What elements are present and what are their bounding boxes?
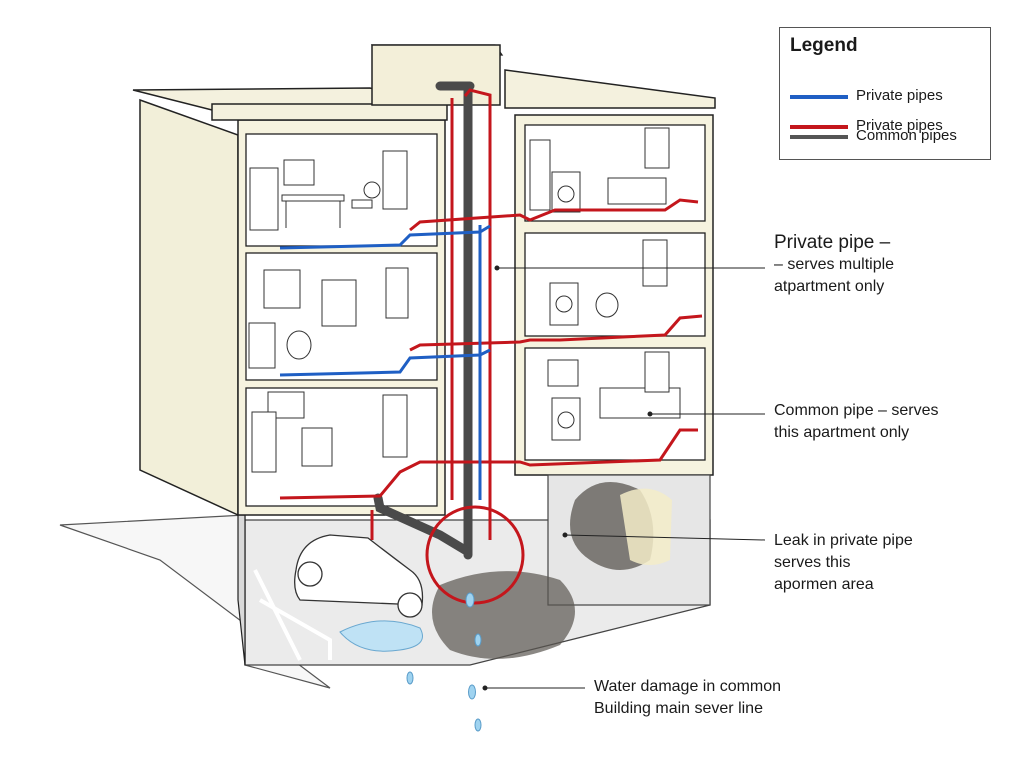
callout-text: – serves multiple [774, 256, 895, 273]
private-pipe-red [409, 314, 703, 352]
window [644, 351, 670, 393]
leak-highlight-circle [425, 505, 525, 605]
washing-machine [549, 282, 579, 326]
bed [607, 177, 667, 205]
private-pipe-red [409, 198, 699, 232]
private-pipe-blue [279, 348, 491, 377]
window [644, 127, 670, 169]
legend-label: Private pipes [856, 117, 943, 134]
appliance [248, 322, 276, 369]
window [385, 267, 409, 319]
chair [351, 199, 373, 209]
callout-text: Common pipe – serves [774, 402, 939, 419]
legend-label: Common pipes [856, 127, 957, 144]
parking-line [259, 598, 332, 660]
left-garage-side [237, 514, 246, 666]
callout-text: Building main sever line [594, 700, 763, 717]
legend-box: Legend Private pipes Private pipes Commo… [779, 27, 991, 160]
sofa [599, 387, 681, 419]
private-pipe-red [463, 88, 492, 540]
legend-label: Private pipes [856, 87, 943, 104]
left-roof-edge [211, 103, 448, 121]
left-side-wall [139, 98, 239, 517]
water-damage-stain [620, 488, 672, 565]
legend-title: Legend [790, 35, 858, 56]
common-pipe [373, 493, 470, 555]
legend-swatch-gray [790, 135, 848, 139]
water-splash [339, 620, 423, 652]
door [382, 150, 408, 210]
desk [281, 194, 345, 202]
legend-item-private-red: Private pipes [790, 116, 985, 138]
monitor [283, 159, 315, 186]
callout-leader [564, 534, 766, 541]
callout-private-pipe: Private pipe – – serves multiple atpartm… [774, 232, 894, 298]
door [382, 394, 408, 458]
toilet [595, 292, 619, 318]
private-pipe-red [279, 428, 698, 500]
callout-title: Private pipe – [774, 232, 891, 253]
water-drops [406, 592, 482, 732]
toilet [286, 330, 312, 360]
callout-leak: Leak in private pipe serves this apormen… [774, 530, 913, 596]
car [294, 534, 424, 618]
chair-back [363, 181, 381, 199]
roof-tank [371, 44, 501, 106]
private-pipe-blue [279, 224, 491, 250]
window [263, 269, 301, 309]
shelf [321, 279, 357, 327]
parking-line [253, 569, 302, 661]
callout-text: apormen area [774, 576, 874, 593]
legend-item-common: Common pipes [790, 126, 985, 148]
callout-text: Water damage in common [594, 678, 782, 695]
sink-cabinet [301, 427, 333, 467]
callout-text: atpartment only [774, 278, 885, 295]
callout-water-damage: Water damage in common Building main sev… [594, 676, 781, 720]
callout-text: Leak in private pipe [774, 532, 913, 549]
water-damage-stain [432, 571, 575, 659]
fridge [251, 411, 277, 473]
legend-swatch-red [790, 125, 848, 129]
fridge [529, 139, 551, 211]
legend-item-private-blue: Private pipes [790, 86, 985, 108]
cabinet [249, 167, 279, 231]
callout-text: serves this [774, 554, 851, 571]
window [642, 239, 668, 287]
callout-text: this apartment only [774, 424, 910, 441]
right-roof [504, 69, 716, 109]
legend-swatch-blue [790, 95, 848, 99]
callout-common-pipe: Common pipe – serves this apartment only [774, 400, 939, 444]
window [547, 359, 579, 387]
